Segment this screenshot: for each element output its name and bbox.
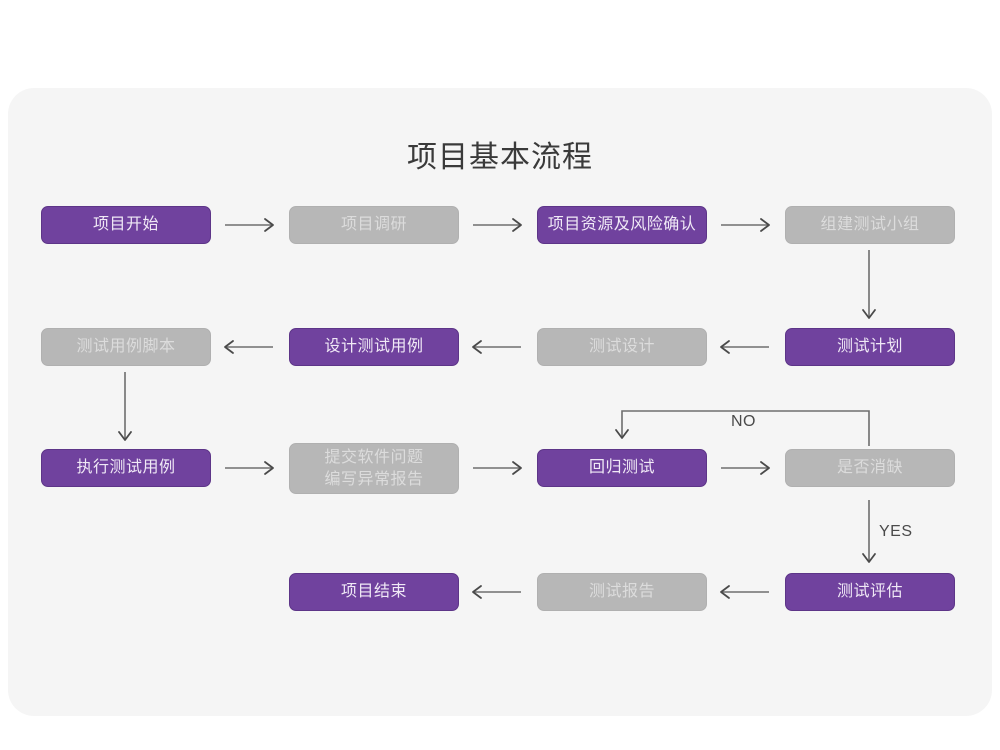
node-project-end[interactable]: 项目结束	[289, 573, 459, 611]
node-resource-and-risk-confirm[interactable]: 项目资源及风险确认	[537, 206, 707, 244]
node-project-start[interactable]: 项目开始	[41, 206, 211, 244]
node-design-test-cases[interactable]: 设计测试用例	[289, 328, 459, 366]
node-submit-issue-write-report[interactable]: 提交软件问题 编写异常报告	[289, 443, 459, 494]
node-test-report[interactable]: 测试报告	[537, 573, 707, 611]
page-title: 项目基本流程	[407, 141, 593, 174]
node-test-assessment[interactable]: 测试评估	[785, 573, 955, 611]
flowchart-card	[8, 88, 992, 716]
node-test-design[interactable]: 测试设计	[537, 328, 707, 366]
node-test-case-scripts[interactable]: 测试用例脚本	[41, 328, 211, 366]
node-defect-cleared-decision[interactable]: 是否消缺	[785, 449, 955, 487]
node-test-plan[interactable]: 测试计划	[785, 328, 955, 366]
node-regression-test[interactable]: 回归测试	[537, 449, 707, 487]
node-project-research[interactable]: 项目调研	[289, 206, 459, 244]
edge-label-yes: YES	[879, 523, 913, 540]
node-build-test-team[interactable]: 组建测试小组	[785, 206, 955, 244]
node-execute-test-cases[interactable]: 执行测试用例	[41, 449, 211, 487]
edge-label-no: NO	[731, 413, 756, 430]
